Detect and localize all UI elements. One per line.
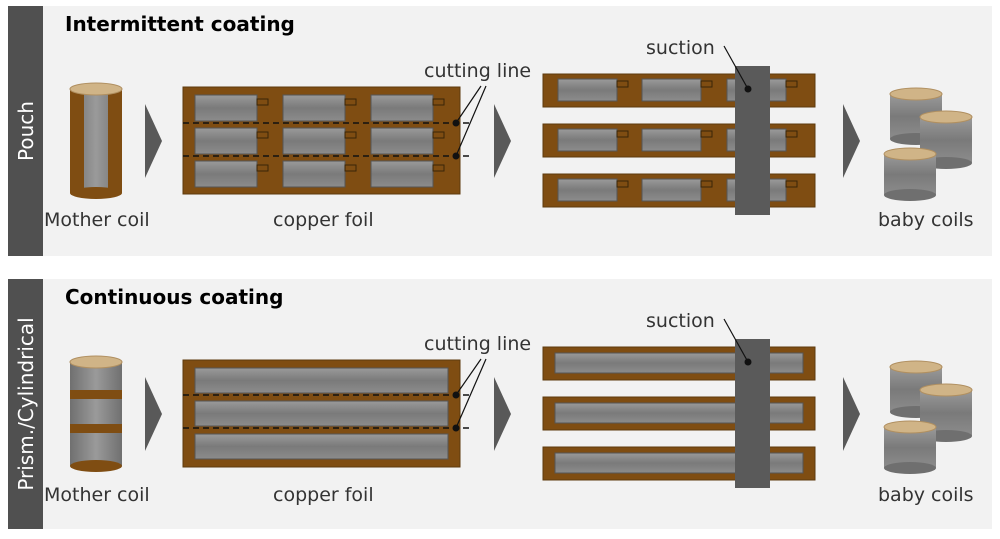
- tab-notch: [700, 130, 713, 138]
- cutting-line-leader: [455, 85, 487, 157]
- coil-top: [889, 87, 943, 101]
- coating-patch: [557, 78, 618, 102]
- suction-bar: [735, 66, 770, 215]
- process-arrow: [145, 104, 162, 178]
- coil-top: [883, 420, 937, 434]
- tab-notch: [432, 98, 445, 106]
- tab-notch: [785, 180, 798, 188]
- copper-foil-label: copper foil: [273, 209, 374, 231]
- cutting-line-leader: [455, 85, 482, 124]
- coil-top: [889, 360, 943, 374]
- baby-coils-label: baby coils: [878, 209, 974, 231]
- baby-coils-label: baby coils: [878, 484, 974, 506]
- panel-title: Continuous coating: [65, 285, 284, 309]
- coil-body: [884, 154, 936, 195]
- mother-coil-foil-band: [70, 424, 122, 433]
- suction-leader: [723, 45, 749, 90]
- coating-patch: [641, 78, 702, 102]
- coating-patch: [557, 178, 618, 202]
- panel-title: Intermittent coating: [65, 12, 295, 36]
- slit-strips: [542, 346, 816, 481]
- mother-coil-foil-band: [70, 390, 122, 399]
- suction-dot: [744, 85, 752, 93]
- cutting-line-leader: [455, 358, 487, 429]
- tab-notch: [432, 164, 445, 172]
- coating-patch: [370, 127, 434, 155]
- mother-coil-bottom: [70, 460, 122, 472]
- tab-notch: [256, 164, 269, 172]
- tab-notch: [700, 80, 713, 88]
- mother-coil-top: [69, 355, 123, 369]
- coil-top: [883, 147, 937, 161]
- process-diagram: [69, 45, 973, 215]
- coating-patch: [557, 128, 618, 152]
- tab-notch: [616, 80, 629, 88]
- suction-label: suction: [646, 310, 715, 332]
- process-arrow: [843, 104, 860, 178]
- side-bar: Pouch: [8, 6, 43, 256]
- tab-notch: [616, 130, 629, 138]
- coating-patch: [282, 127, 346, 155]
- tab-notch: [616, 180, 629, 188]
- tab-notch: [344, 131, 357, 139]
- mother-coil-label: Mother coil: [44, 484, 150, 506]
- coating-stripe: [194, 433, 449, 460]
- suction-label: suction: [646, 37, 715, 59]
- tab-notch: [432, 131, 445, 139]
- process-arrow: [494, 104, 511, 178]
- suction-bar: [735, 339, 770, 488]
- coil-top: [919, 383, 973, 397]
- mother-coil-label: Mother coil: [44, 209, 150, 231]
- side-bar: Prism./Cylindrical: [8, 279, 43, 529]
- coating-patch: [282, 160, 346, 188]
- mother-coil-foil-edge: [108, 89, 122, 193]
- coil-top: [919, 110, 973, 124]
- cutting-line-leader: [455, 358, 482, 396]
- baby-coil: [919, 110, 973, 169]
- copper-foil-sheet: [182, 359, 470, 468]
- copper-foil-sheet: [182, 86, 470, 195]
- coating-patch: [370, 160, 434, 188]
- process-arrow: [145, 377, 162, 451]
- coating-patch: [194, 127, 258, 155]
- tab-notch: [785, 80, 798, 88]
- process-arrow: [843, 377, 860, 451]
- cutting-line-label: cutting line: [424, 60, 532, 82]
- tab-notch: [256, 131, 269, 139]
- cutting-line-label: cutting line: [424, 333, 532, 355]
- coating-patch: [194, 160, 258, 188]
- tab-notch: [344, 164, 357, 172]
- prismatic-cylindrical-panel: Prism./Cylindrical Continuous coating Mo…: [8, 279, 992, 529]
- coil-body: [884, 427, 936, 468]
- mother-coil: [69, 82, 123, 199]
- coil-bottom: [884, 189, 936, 201]
- coating-patch: [370, 94, 434, 122]
- tab-notch: [700, 180, 713, 188]
- tab-notch: [344, 98, 357, 106]
- mother-coil: [69, 355, 123, 472]
- coating-patch: [282, 94, 346, 122]
- baby-coil: [883, 147, 937, 201]
- mother-coil-top: [69, 82, 123, 96]
- process-arrow: [494, 377, 511, 451]
- tab-notch: [785, 130, 798, 138]
- coating-stripe: [194, 400, 449, 427]
- coating-patch: [194, 94, 258, 122]
- mother-coil-foil-edge: [70, 89, 84, 193]
- baby-coil: [883, 420, 937, 474]
- coil-bottom: [884, 462, 936, 474]
- suction-dot: [744, 358, 752, 366]
- copper-foil-label: copper foil: [273, 484, 374, 506]
- coating-patch: [641, 128, 702, 152]
- mother-coil-body: [70, 362, 122, 466]
- suction-leader: [723, 318, 749, 363]
- coating-patch: [641, 178, 702, 202]
- pouch-panel: Pouch Intermittent coating Mother coil c…: [8, 6, 992, 256]
- process-diagram: [69, 318, 973, 488]
- tab-notch: [256, 98, 269, 106]
- coating-stripe: [194, 367, 449, 394]
- slit-strips: [542, 73, 816, 208]
